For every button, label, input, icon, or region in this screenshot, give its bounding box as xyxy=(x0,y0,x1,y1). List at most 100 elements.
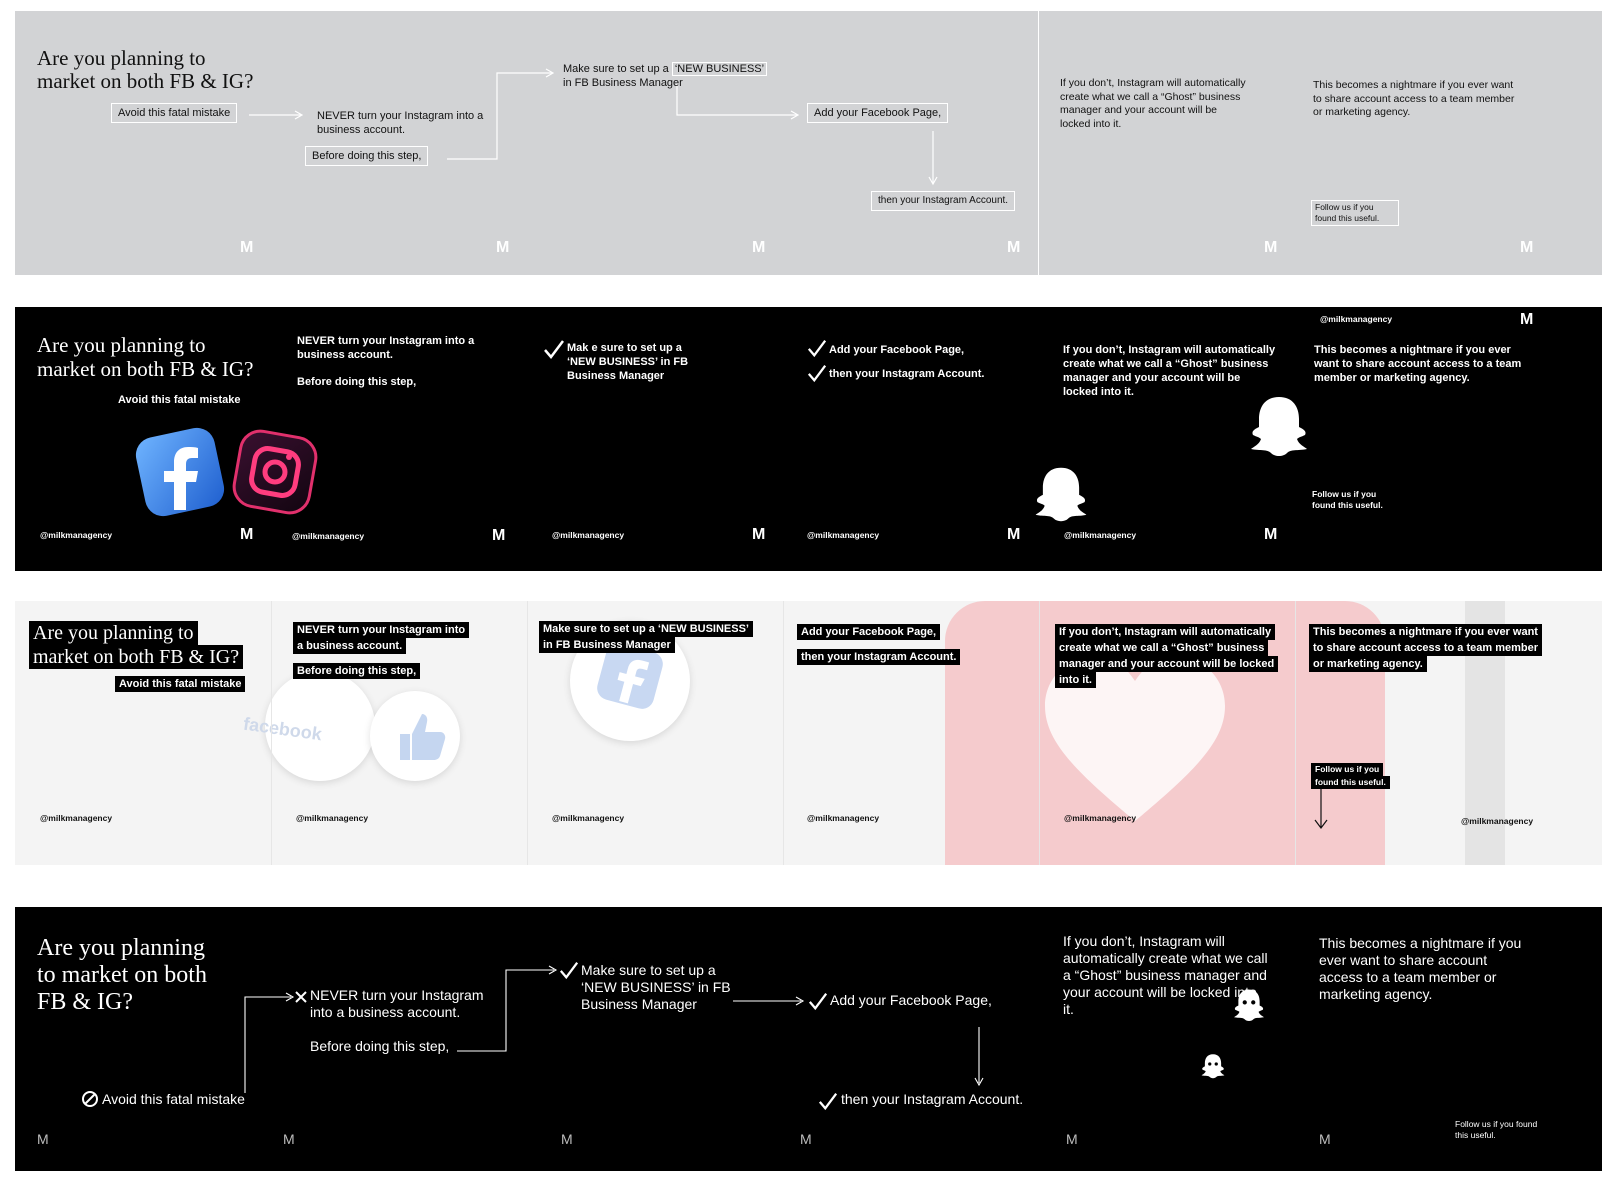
avoid-mistake-text: Avoid this fatal mistake xyxy=(102,1091,245,1107)
agency-handle: @milkmanagency xyxy=(1320,314,1393,324)
instagram-icon xyxy=(232,429,318,515)
brand-logo: M xyxy=(37,1131,49,1147)
brand-logo: M xyxy=(1007,239,1021,256)
before-step-box: Before doing this step, xyxy=(305,146,429,166)
brand-logo: M xyxy=(1007,526,1021,543)
carousel-strip-black-flow: Are you planning to market on both FB & … xyxy=(15,907,1602,1171)
make-sure-text: Mak e sure to set up a ‘NEW BUSINESS’ in… xyxy=(567,342,689,382)
follow-us-text: Follow us if you found this useful. xyxy=(1455,1119,1538,1140)
slide-divider xyxy=(271,601,272,865)
agency-handle: @milkmanagency xyxy=(807,813,880,823)
brand-logo: M xyxy=(800,1131,812,1147)
never-turn-text: NEVER turn your Instagram into a busines… xyxy=(310,987,484,1020)
add-page-text: Add your Facebook Page, xyxy=(830,992,992,1008)
slide-title: Are you planning to market on both FB & … xyxy=(37,935,207,1015)
facebook-icon xyxy=(597,643,663,709)
agency-handle: @milkmanagency xyxy=(1064,813,1137,823)
slide-divider xyxy=(1038,11,1039,275)
brand-logo: M xyxy=(492,527,506,544)
before-step-text: Before doing this step, xyxy=(297,376,417,388)
never-turn-text: NEVER turn your Instagram into a busines… xyxy=(297,335,475,361)
brand-logo: M xyxy=(1520,239,1534,256)
facebook-icon xyxy=(135,427,225,517)
brand-logo: M xyxy=(1319,1131,1331,1147)
slide-title: Are you planning to market on both FB & … xyxy=(37,46,254,93)
if-you-dont-text: If you don’t, Instagram will automatical… xyxy=(1060,77,1246,130)
brand-logo: M xyxy=(561,1131,573,1147)
avoid-mistake-text: Avoid this fatal mistake xyxy=(118,394,241,406)
if-you-dont-text: If you don’t, Instagram will automatical… xyxy=(1055,624,1279,688)
ghost-icon xyxy=(1035,467,1087,522)
check-icon xyxy=(807,365,827,383)
add-page-text: Add your Facebook Page, xyxy=(829,344,965,356)
agency-handle: @milkmanagency xyxy=(552,813,625,823)
facebook-button-badge xyxy=(265,671,375,781)
brand-logo: M xyxy=(1264,526,1278,543)
check-icon xyxy=(808,993,828,1011)
brand-logo: M xyxy=(752,526,766,543)
brand-logo: M xyxy=(240,526,254,543)
slide-divider xyxy=(783,601,784,865)
before-step-text: Before doing this step, xyxy=(310,1038,450,1054)
never-turn-text: NEVER turn your Instagram into a busines… xyxy=(317,110,484,136)
add-page-text: Add your Facebook Page, xyxy=(797,624,941,640)
then-ig-text: then your Instagram Account. xyxy=(841,1091,1024,1107)
if-you-dont-text: If you don’t, Instagram will automatical… xyxy=(1063,344,1276,398)
agency-handle: @milkmanagency xyxy=(552,530,625,540)
brand-logo: M xyxy=(1520,311,1534,328)
agency-handle: @milkmanagency xyxy=(1064,530,1137,540)
avoid-mistake-box: Avoid this fatal mistake xyxy=(111,103,238,123)
brand-logo: M xyxy=(752,239,766,256)
brand-logo: M xyxy=(1264,239,1278,256)
check-icon xyxy=(807,340,827,358)
then-ig-text: then your Instagram Account. xyxy=(797,649,961,665)
make-sure-text: Make sure to set up a ‘NEW BUSINESS’ in … xyxy=(581,962,731,1012)
avoid-mistake-text: Avoid this fatal mistake xyxy=(115,676,246,692)
arrow-down-icon xyxy=(1314,789,1328,829)
cross-icon xyxy=(295,991,307,1003)
nightmare-text: This becomes a nightmare if you ever wan… xyxy=(1319,935,1522,1002)
agency-handle: @milkmanagency xyxy=(807,530,880,540)
then-ig-box: then your Instagram Account. xyxy=(871,191,1016,211)
brand-logo: M xyxy=(1066,1131,1078,1147)
slide-title: Are you planning to market on both FB & … xyxy=(37,333,254,381)
agency-handle: @milkmanagency xyxy=(40,813,113,823)
ghost-icon xyxy=(1251,397,1307,456)
carousel-strip-black-icons: Are you planning to market on both FB & … xyxy=(15,307,1602,571)
make-sure-text: Make sure to set up a ‘NEW BUSINESS’in F… xyxy=(539,621,753,653)
check-icon xyxy=(544,340,564,359)
brand-logo: M xyxy=(283,1131,295,1147)
if-you-dont-text: If you don’t, Instagram will automatical… xyxy=(1063,933,1268,1017)
follow-us-box: Follow us if you found this useful. xyxy=(1311,200,1399,226)
brand-logo: M xyxy=(240,239,254,256)
nightmare-text: This becomes a nightmare if you ever wan… xyxy=(1309,624,1542,672)
carousel-strip-grey: Are you planning to market on both FB & … xyxy=(15,11,1602,275)
slide-divider xyxy=(1295,601,1296,865)
then-ig-text: then your Instagram Account. xyxy=(829,368,985,380)
brand-logo: M xyxy=(496,239,510,256)
add-page-box: Add your Facebook Page, xyxy=(807,103,949,123)
thumbs-up-icon xyxy=(400,714,446,760)
check-icon xyxy=(559,962,579,980)
nightmare-text: This becomes a nightmare if you ever wan… xyxy=(1313,79,1515,118)
agency-handle: @milkmanagency xyxy=(40,530,113,540)
slide-divider xyxy=(527,601,528,865)
agency-handle: @milkmanagency xyxy=(1461,816,1534,826)
agency-handle: @milkmanagency xyxy=(296,813,369,823)
before-step-text: Before doing this step, xyxy=(293,663,421,679)
flow-arrows xyxy=(244,965,984,1093)
ghost-icon xyxy=(1234,989,1264,1021)
make-sure-text: Make sure to set up a ‘NEW BUSINESS’ in … xyxy=(563,62,773,90)
check-icon xyxy=(818,1093,838,1111)
agency-handle: @milkmanagency xyxy=(292,531,365,541)
flow-arrows xyxy=(249,68,938,186)
follow-us-text: Follow us if you found this useful. xyxy=(1312,489,1383,510)
nightmare-text: This becomes a nightmare if you ever wan… xyxy=(1314,344,1522,384)
heart-icon xyxy=(1045,656,1225,821)
slide-divider xyxy=(1039,601,1040,865)
prohibited-icon xyxy=(82,1091,98,1107)
